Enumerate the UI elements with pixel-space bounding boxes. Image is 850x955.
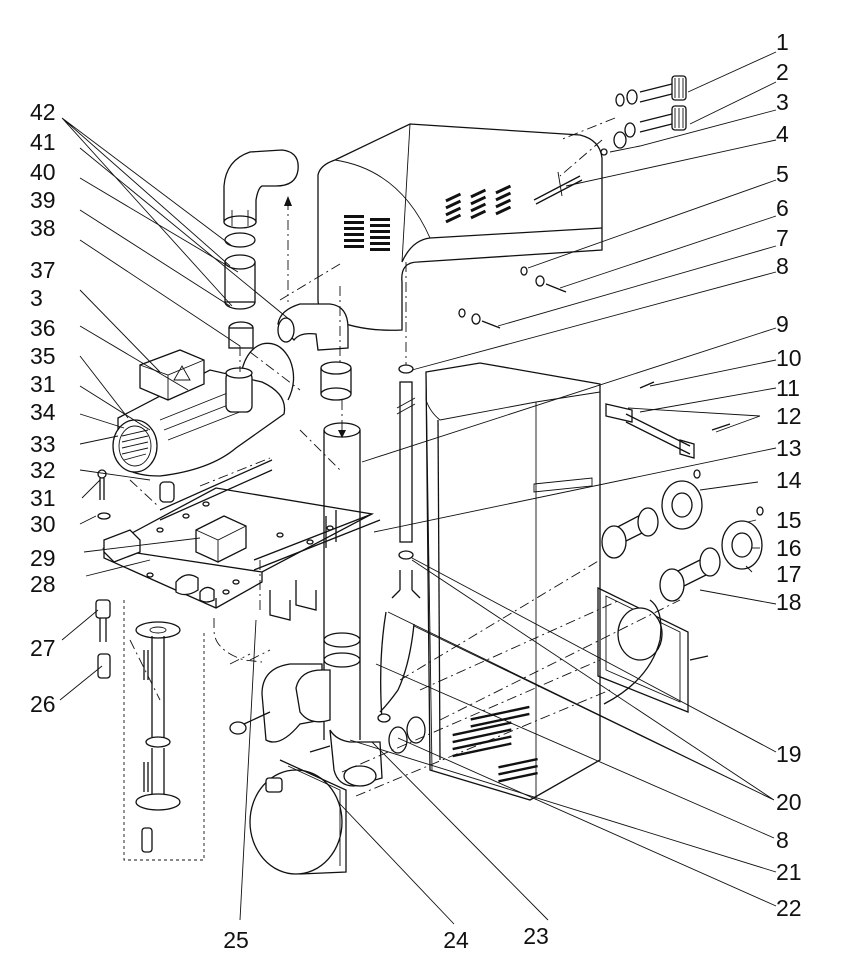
- callout-42: 42: [30, 99, 56, 125]
- callout-14: 14: [776, 467, 802, 493]
- callout-10: 10: [776, 345, 802, 371]
- callout-39: 39: [30, 187, 56, 213]
- callout-11: 11: [776, 375, 800, 401]
- vertical-tube: [391, 262, 421, 599]
- center-pipe: [320, 361, 361, 740]
- callout-36: 36: [30, 315, 56, 341]
- callout-30: 30: [30, 511, 56, 537]
- callout-32: 32: [30, 457, 56, 483]
- callout-34: 34: [30, 399, 56, 425]
- callout-18: 18: [776, 589, 802, 615]
- callout-17: 17: [776, 561, 802, 587]
- callout-23: 23: [523, 923, 549, 949]
- callout-13: 13: [776, 435, 802, 461]
- callout-31b: 31: [30, 371, 56, 397]
- callout-8b: 8: [776, 827, 789, 853]
- callout-24: 24: [443, 927, 469, 953]
- callout-20: 20: [776, 789, 802, 815]
- callout-labels: 1 2 3 4 5 6 7 8 9 10 11 12 13 14 15 16 1…: [30, 29, 802, 953]
- callout-3: 3: [776, 89, 789, 115]
- knob-connectors: [559, 75, 687, 156]
- fixing-parts: [97, 469, 175, 520]
- flange-couplers: [601, 469, 764, 602]
- callout-28: 28: [30, 571, 56, 597]
- callout-29: 29: [30, 545, 56, 571]
- callout-19: 19: [776, 741, 802, 767]
- side-screws: [458, 266, 567, 329]
- support-leg: [95, 599, 205, 861]
- callout-12: 12: [776, 403, 802, 429]
- callout-22: 22: [776, 895, 802, 921]
- callout-4: 4: [776, 121, 789, 147]
- callout-31: 31: [30, 485, 56, 511]
- bracket: [605, 381, 731, 459]
- callout-41: 41: [30, 129, 56, 155]
- callout-26: 26: [30, 691, 56, 717]
- callout-5: 5: [776, 161, 789, 187]
- callout-7: 7: [776, 225, 789, 251]
- callout-16: 16: [776, 535, 802, 561]
- callout-15: 15: [776, 507, 802, 533]
- callout-38: 38: [30, 215, 56, 241]
- callout-37: 37: [30, 257, 56, 283]
- callout-6: 6: [776, 195, 789, 221]
- base-plate: [101, 459, 381, 621]
- callout-9: 9: [776, 311, 789, 337]
- callout-35: 35: [30, 343, 56, 369]
- callout-2: 2: [776, 59, 789, 85]
- motor-pump: [112, 149, 349, 477]
- callout-27: 27: [30, 635, 56, 661]
- top-cover: [317, 123, 603, 331]
- leader-lines: [59, 51, 777, 925]
- callout-33: 33: [30, 431, 56, 457]
- callout-40: 40: [30, 159, 56, 185]
- lower-assembly: [229, 611, 426, 875]
- callout-8: 8: [776, 253, 789, 279]
- callout-21: 21: [776, 859, 802, 885]
- callout-3b: 3: [30, 285, 43, 311]
- callout-25: 25: [223, 927, 249, 953]
- right-panel: [597, 586, 709, 713]
- housing: [425, 362, 601, 801]
- assembly-lines: [129, 139, 681, 797]
- callout-1: 1: [776, 29, 789, 55]
